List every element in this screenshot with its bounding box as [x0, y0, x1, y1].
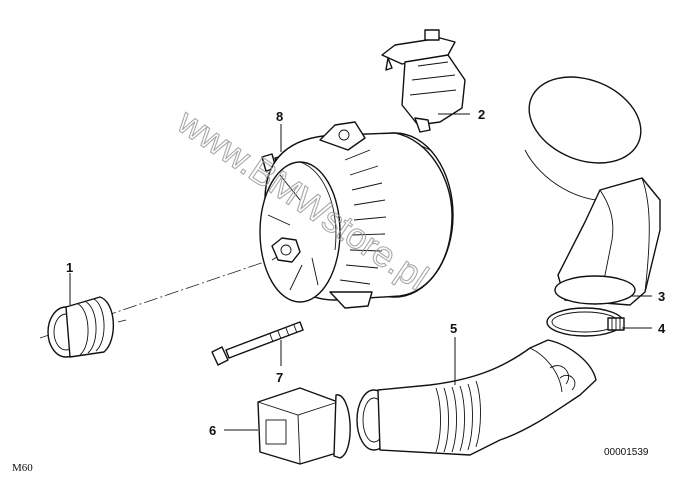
- corner-label: M60: [12, 462, 33, 474]
- part-6-connector-duct[interactable]: [257, 387, 351, 465]
- part-1-bushing[interactable]: [47, 296, 127, 358]
- part-3-air-duct[interactable]: [516, 61, 661, 306]
- part-2-regulator[interactable]: [381, 29, 466, 133]
- callout-8[interactable]: 8: [276, 109, 283, 124]
- callout-1[interactable]: 1: [66, 260, 73, 275]
- diagram-number: 00001539: [604, 447, 649, 458]
- callout-4[interactable]: 4: [658, 321, 666, 336]
- callout-3[interactable]: 3: [658, 289, 665, 304]
- part-5-intake-hose[interactable]: [356, 339, 597, 456]
- callout-5[interactable]: 5: [450, 321, 457, 336]
- part-7-bolt[interactable]: [211, 321, 304, 366]
- alternator[interactable]: [259, 121, 454, 309]
- callout-7[interactable]: 7: [276, 370, 283, 385]
- axis-line: [39, 254, 286, 339]
- callout-2[interactable]: 2: [478, 107, 485, 122]
- part-4-hose-clamp[interactable]: [546, 307, 625, 337]
- callout-6[interactable]: 6: [209, 423, 216, 438]
